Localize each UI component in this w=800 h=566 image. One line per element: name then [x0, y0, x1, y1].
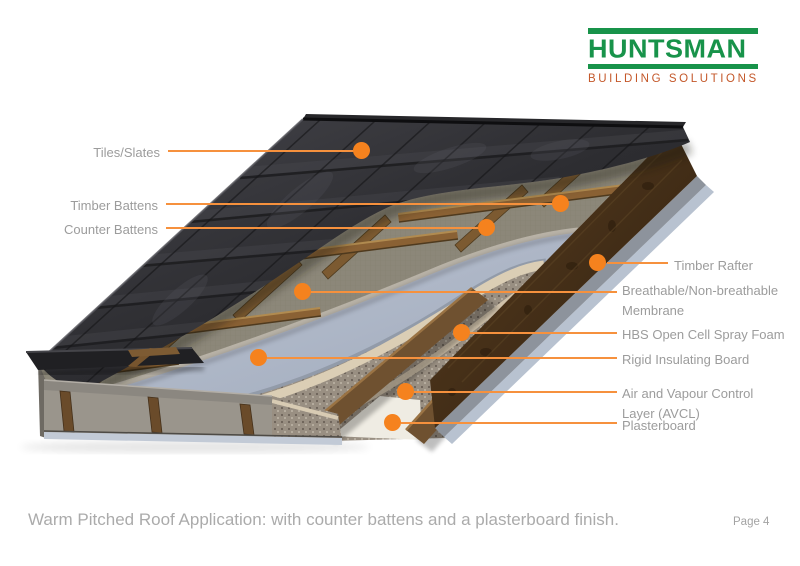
callout-dot-timber-rafter [589, 254, 606, 271]
label-tiles-slates: Tiles/Slates [93, 145, 160, 160]
callout-dot-plasterboard [384, 414, 401, 431]
callout-dot-timber-battens [552, 195, 569, 212]
callout-dot-rigid-board [250, 349, 267, 366]
callout-dot-avcl [397, 383, 414, 400]
plasterboard-layer [332, 396, 422, 440]
label-timber-rafter: Timber Rafter [674, 258, 753, 273]
label-rigid-board: Rigid Insulating Board [622, 352, 750, 367]
callout-dot-spray-foam [453, 324, 470, 341]
label-avcl: Air and Vapour Control Layer (AVCL) [622, 386, 754, 421]
callout-dot-counter-battens [478, 219, 495, 236]
callout-line-plasterboard [401, 422, 617, 424]
callout-line-spray-foam [470, 332, 617, 334]
callout-dot-tiles-slates [353, 142, 370, 159]
eaves-tile-course [25, 347, 205, 377]
label-spray-foam: HBS Open Cell Spray Foam [622, 327, 785, 342]
callout-line-timber-rafter [607, 262, 668, 264]
gable-edge [430, 130, 714, 444]
callout-line-membrane [310, 291, 617, 293]
huntsman-logo: HUNTSMAN BUILDING SOLUTIONS [588, 28, 758, 85]
plasterboard-edge-strip [44, 432, 342, 445]
logo-underline-bar [588, 64, 758, 69]
label-counter-battens: Counter Battens [64, 222, 158, 237]
eaves-front-face [38, 362, 343, 445]
callout-line-rigid-board [267, 357, 617, 359]
callout-line-counter-battens [166, 227, 480, 229]
callout-dot-membrane [294, 283, 311, 300]
callout-line-timber-battens [166, 203, 554, 205]
callout-line-tiles-slates [168, 150, 354, 152]
logo-top-bar [588, 28, 758, 34]
page-number: Page 4 [733, 516, 770, 528]
avcl-edge-strip [444, 185, 714, 444]
label-plasterboard: Plasterboard [622, 418, 696, 433]
ground-shadow [20, 441, 370, 453]
logo-wordmark: HUNTSMAN [588, 34, 747, 64]
label-timber-battens: Timber Battens [70, 198, 158, 213]
label-membrane: Breathable/Non-breathable Membrane [622, 283, 779, 318]
logo-tagline: BUILDING SOLUTIONS [588, 73, 759, 85]
callout-line-avcl [414, 391, 617, 393]
slide-caption: Warm Pitched Roof Application: with coun… [28, 510, 619, 529]
